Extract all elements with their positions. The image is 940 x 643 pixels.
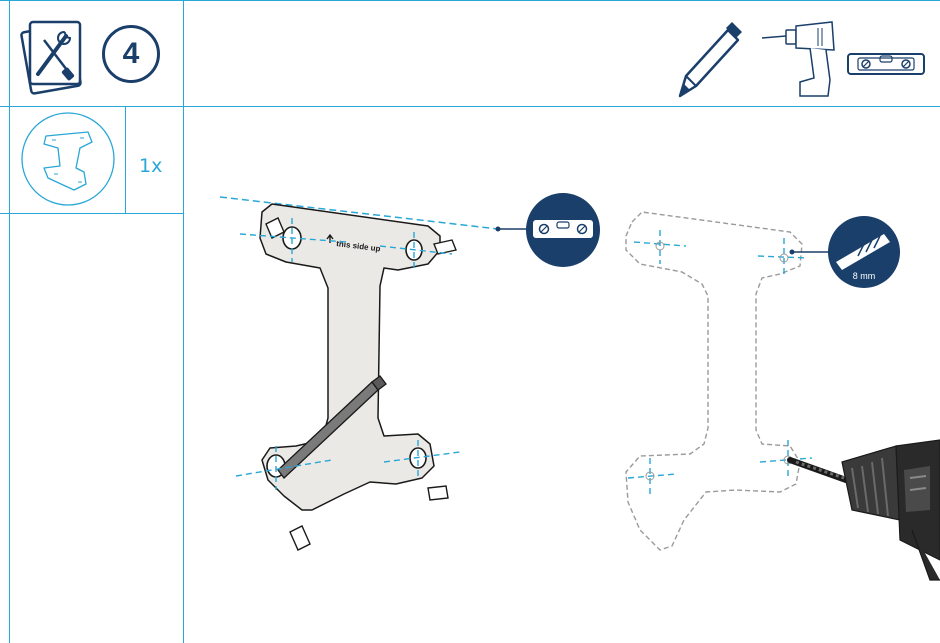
stud [427, 485, 449, 501]
bracket-icon [21, 112, 115, 206]
grid-line [183, 0, 184, 643]
drill-marks [627, 230, 813, 494]
drill-bit-size: 8 mm [853, 271, 876, 281]
stud [433, 239, 457, 255]
stud [265, 217, 285, 239]
drill-bit-icon [836, 234, 890, 270]
quantity-label: 1x [139, 155, 163, 177]
level-line [219, 196, 499, 230]
drill-bit-leader-dot [789, 249, 795, 255]
pencil-icon [678, 22, 742, 98]
power-drill [787, 439, 940, 581]
grid-line [125, 106, 126, 213]
template-outline [625, 211, 803, 551]
alignment-marks [235, 218, 461, 490]
parts-bracket [21, 112, 115, 206]
grid-line [0, 0, 940, 1]
step-number: 4 [102, 25, 160, 83]
header-tools [678, 21, 925, 98]
drill-icon [761, 21, 835, 97]
grid-line [9, 0, 10, 643]
grid-line [0, 106, 940, 107]
grid-line [0, 213, 184, 214]
tools-icon [20, 14, 86, 98]
level-badge [526, 193, 600, 267]
level-leader-dot [495, 226, 501, 232]
drill-bit-badge: 8 mm [828, 216, 900, 288]
stud [289, 525, 311, 551]
wall-bracket-plate: this side up [259, 203, 457, 551]
spirit-level-icon [847, 53, 925, 75]
hex-key-tip [371, 375, 387, 391]
up-arrow-icon [326, 233, 334, 243]
